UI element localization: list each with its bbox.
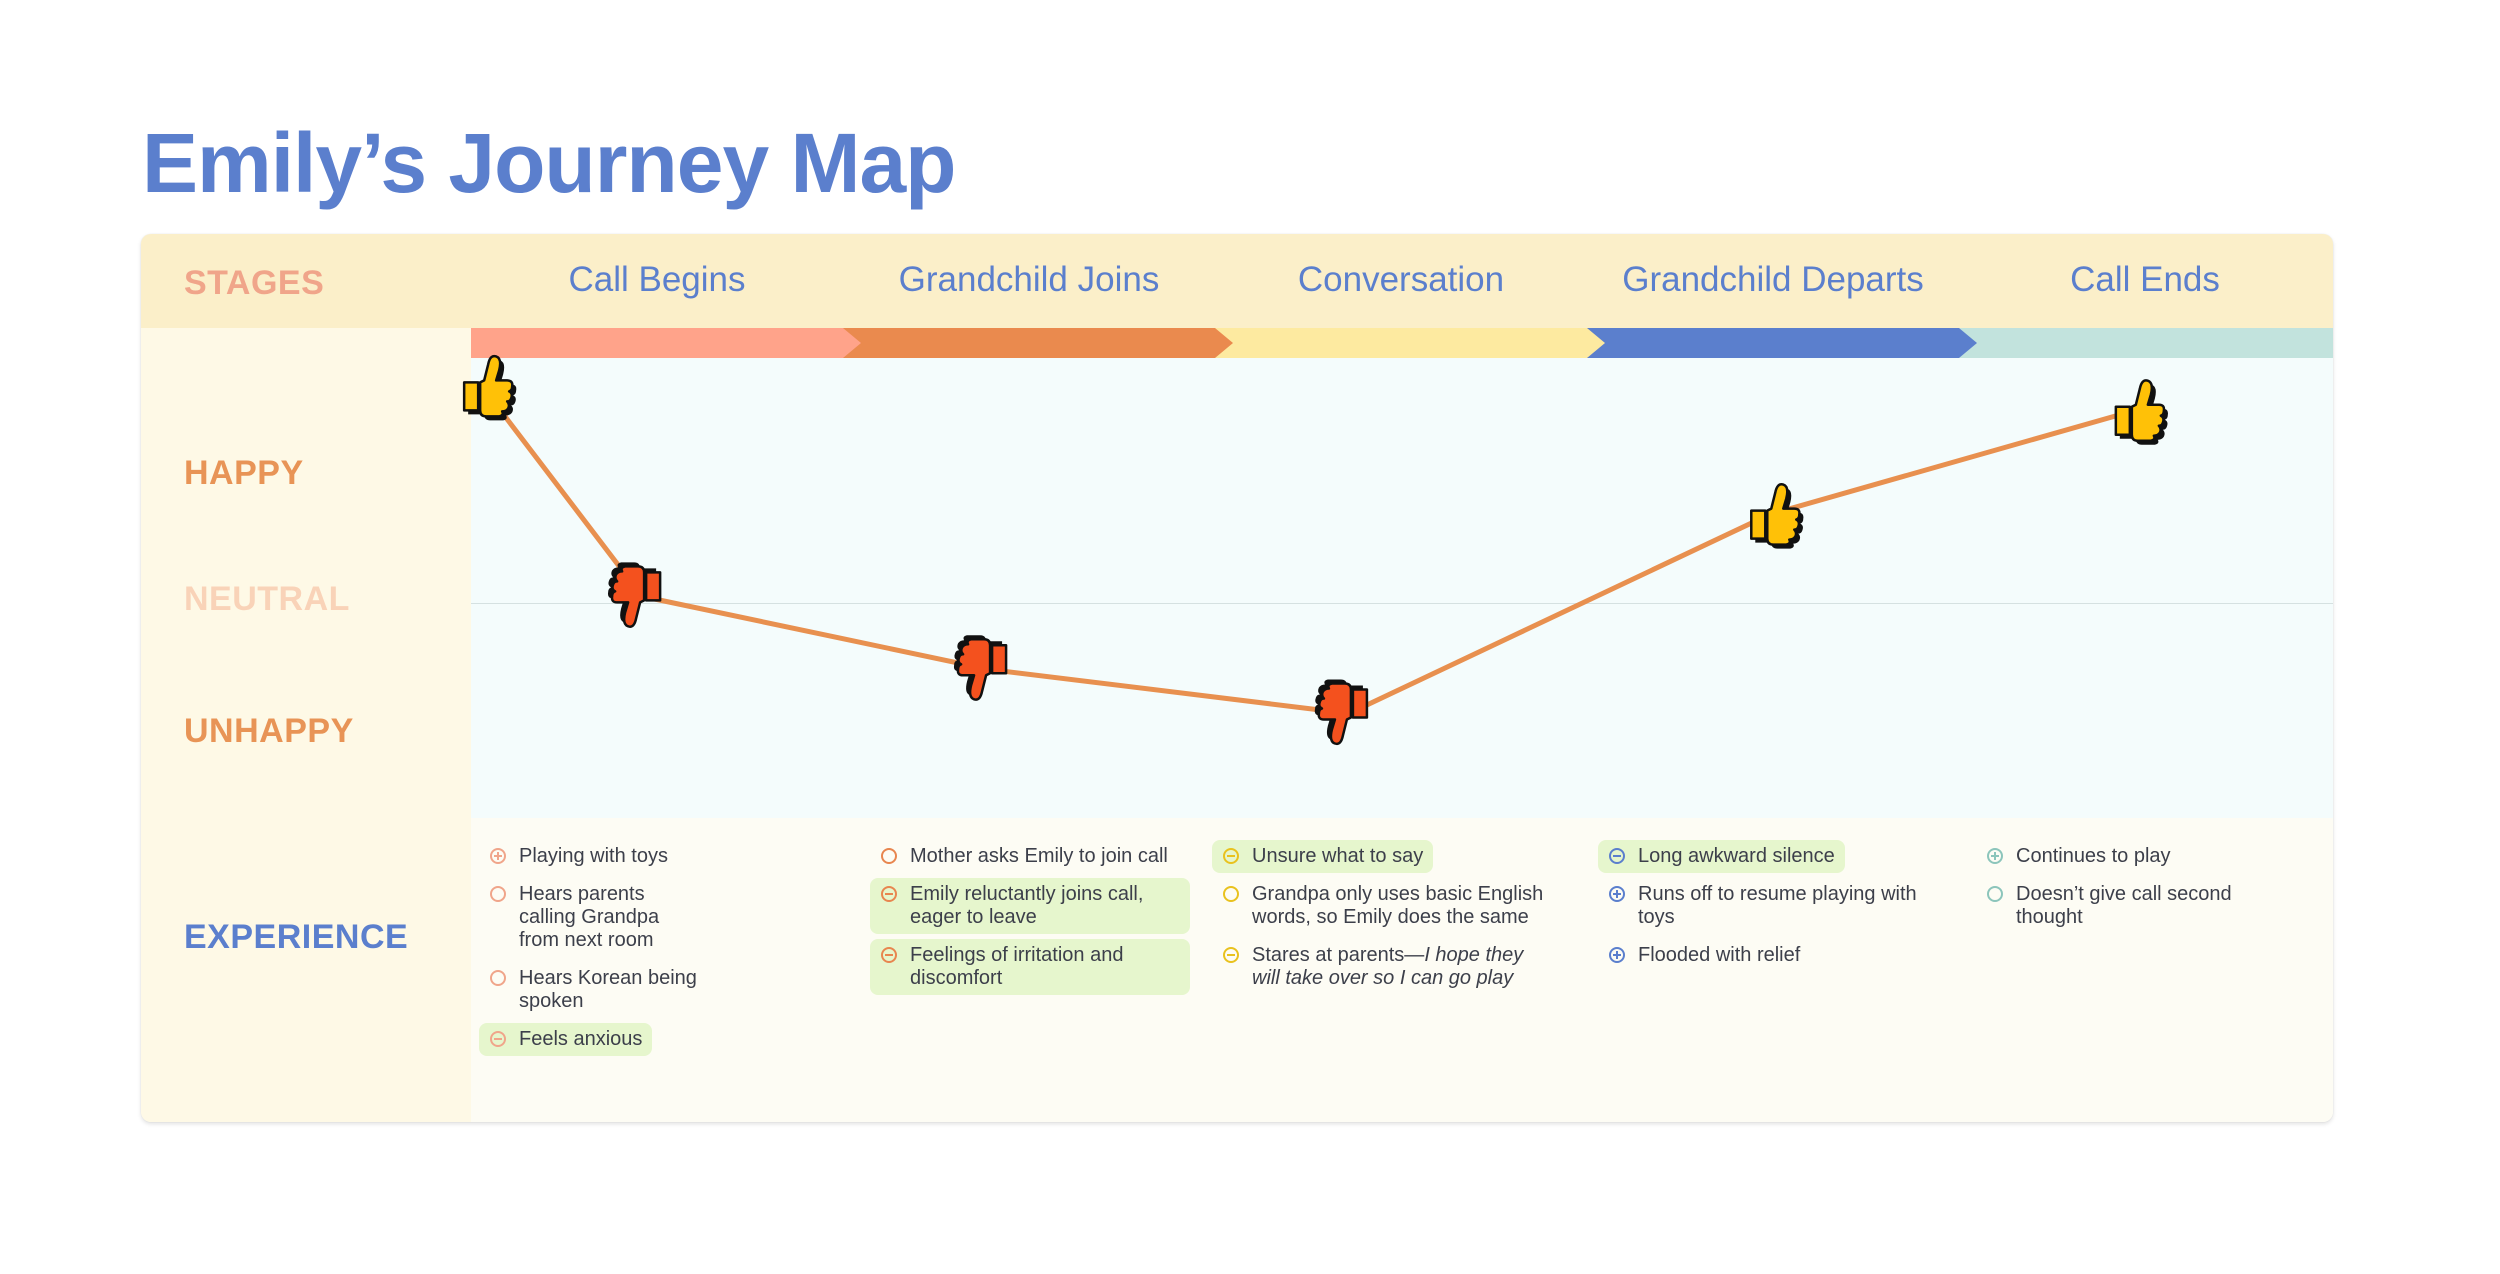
stage-call-begins: Call Begins: [568, 260, 746, 299]
experience-item: Grandpa only uses basic English words, s…: [1212, 878, 1557, 934]
experience-text: Hears Korean being spoken: [519, 967, 697, 1012]
experience-text: Emily reluctantly joins call, eager to l…: [910, 883, 1144, 928]
thumbs-down-icon: [607, 562, 662, 628]
minus-circle-icon: [1609, 848, 1625, 864]
emotion-chart-area: [471, 358, 2333, 818]
stages-label: STAGES: [184, 264, 325, 302]
stage-arrow-segment: [843, 328, 1233, 358]
emotion-line: [479, 383, 2137, 716]
experience-item: Mother asks Emily to join call: [870, 840, 1190, 873]
minus-circle-icon: [490, 1031, 506, 1047]
unhappy-label: UNHAPPY: [184, 712, 354, 750]
neutral-baseline: [471, 603, 2333, 604]
experience-thought: I hope they will take over so I can go p…: [1252, 944, 1524, 989]
minus-circle-icon: [881, 886, 897, 902]
experience-text: Runs off to resume playing with toys: [1638, 883, 1917, 928]
experience-item: Feels anxious: [479, 1023, 653, 1056]
experience-item: Unsure what to say: [1212, 840, 1434, 873]
plus-circle-icon: [490, 848, 506, 864]
stage-call-ends: Call Ends: [2070, 260, 2220, 299]
emotion-line-chart: [462, 354, 2168, 746]
thumbs-up-icon: [462, 354, 517, 421]
plus-circle-icon: [1609, 886, 1625, 902]
minus-circle-icon: [1223, 848, 1239, 864]
experience-text: Long awkward silence: [1638, 845, 1835, 867]
experience-text: Stares at parents—: [1252, 944, 1425, 966]
experience-item: Long awkward silence: [1598, 840, 1845, 873]
journey-map-board: STAGES HAPPY NEUTRAL UNHAPPY EXPERIENCE …: [141, 234, 2333, 1122]
plus-circle-icon: [1987, 848, 2003, 864]
experience-item: Doesn’t give call second thought: [1976, 878, 2286, 934]
stage-arrow-segment: [1587, 328, 1977, 358]
minus-circle-icon: [1223, 947, 1239, 963]
experience-text: Continues to play: [2016, 845, 2171, 867]
stage-conversation: Conversation: [1297, 260, 1505, 299]
happy-label: HAPPY: [184, 454, 304, 492]
row-label-column: [141, 328, 471, 1122]
plus-circle-icon: [1609, 947, 1625, 963]
experience-text: Mother asks Emily to join call: [910, 845, 1168, 867]
thumbs-down-icon: [1314, 679, 1369, 746]
experience-item: Stares at parents—I hope they will take …: [1212, 939, 1557, 995]
experience-text: Hears parents calling Grandpa from next …: [519, 883, 660, 951]
stage-progress-arrows: [471, 328, 2333, 358]
experience-item: Hears Korean being spoken: [479, 962, 714, 1018]
stage-grandchild-departs: Grandchild Departs: [1622, 260, 1924, 299]
neutral-label: NEUTRAL: [184, 580, 350, 618]
experience-text: Doesn’t give call second thought: [2016, 883, 2232, 928]
circle-icon: [1223, 886, 1239, 902]
stage-arrow-segment: [1959, 328, 2333, 358]
stage-arrow-segment: [1215, 328, 1605, 358]
experience-item: Playing with toys: [479, 840, 714, 873]
circle-icon: [881, 848, 897, 864]
minus-circle-icon: [881, 947, 897, 963]
experience-text: Grandpa only uses basic English words, s…: [1252, 883, 1544, 928]
experience-label: EXPERIENCE: [184, 918, 409, 956]
thumbs-down-icon: [953, 635, 1008, 701]
experience-item: Flooded with relief: [1598, 939, 1938, 972]
page-title: Emily’s Journey Map: [142, 116, 956, 210]
experience-text: Feels anxious: [519, 1028, 643, 1050]
experience-item: Feelings of irritation and discomfort: [870, 939, 1190, 995]
stage-arrow-segment: [471, 328, 861, 358]
experience-item: Continues to play: [1976, 840, 2286, 873]
circle-icon: [490, 970, 506, 986]
experience-text: Playing with toys: [519, 845, 668, 867]
thumbs-up-icon: [2114, 379, 2168, 445]
stages-header: [141, 234, 2333, 328]
experience-item: Runs off to resume playing with toys: [1598, 878, 1938, 934]
experience-text: Feelings of irritation and discomfort: [910, 944, 1124, 989]
circle-icon: [490, 886, 506, 902]
stage-grandchild-joins: Grandchild Joins: [898, 260, 1160, 299]
experience-item: Emily reluctantly joins call, eager to l…: [870, 878, 1190, 934]
experience-text: Flooded with relief: [1638, 944, 1801, 966]
experience-item: Hears parents calling Grandpa from next …: [479, 878, 714, 957]
circle-icon: [1987, 886, 2003, 902]
thumbs-up-icon: [1750, 483, 1804, 549]
experience-text: Unsure what to say: [1252, 845, 1424, 867]
